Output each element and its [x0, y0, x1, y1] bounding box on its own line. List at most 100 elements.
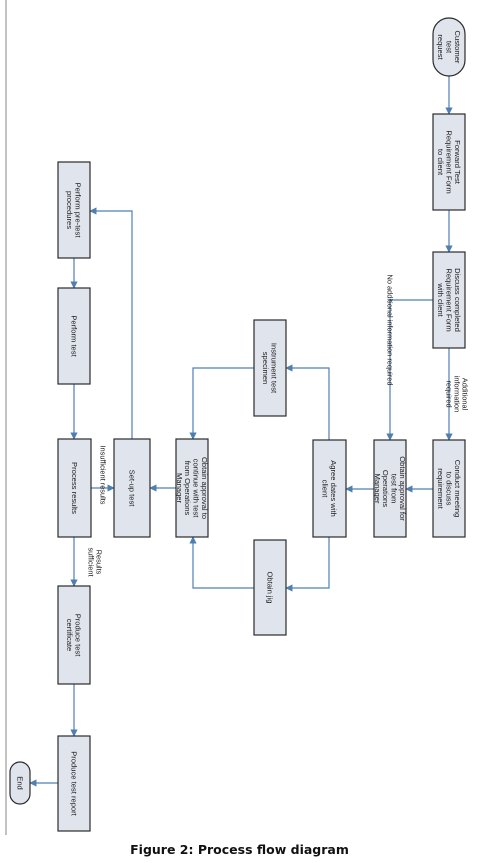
node-label-line: Instrument test: [270, 343, 279, 394]
node-label-line: Agree dates with: [329, 460, 338, 517]
node-label-line: requirement: [436, 468, 445, 509]
node-forward-test-requirement-form: Forward TestRequirement Formto client: [432, 113, 466, 211]
node-label: Obtain approval tocontinue with testfrom…: [175, 457, 209, 519]
node-shape: [312, 439, 347, 538]
edge-label-additional-information-required: Additionalinformationrequired: [444, 376, 469, 413]
node-label-line: request: [436, 34, 445, 60]
node-label: Produce testcertificate: [65, 614, 82, 658]
node-label: Conduct meetingto discussrequirement: [436, 460, 462, 517]
node-set-up-test: Set-up test: [113, 438, 151, 538]
node-label-line: Forward Test: [453, 140, 462, 185]
node-perform-pre-test-procedures: Perform pre-testprocedures: [57, 161, 91, 259]
edge-label-no-additional-information-required: No additional information required: [386, 275, 395, 386]
node-label-line: Obtain approval to: [200, 457, 209, 519]
connector-agree-to-instrument: [285, 364, 330, 440]
node-label-line: Discuss completed: [453, 268, 462, 332]
node-label-line: Requirement Form: [444, 268, 453, 331]
node-label-line: Requirement Form: [444, 130, 453, 193]
connector-agree-to-jig: [285, 537, 330, 592]
node-produce-test-certificate: Produce testcertificate: [57, 585, 91, 685]
node-label-line: to discuss: [444, 472, 453, 506]
node-shape: [432, 113, 466, 211]
node-shape: [57, 161, 91, 259]
node-label: Process results: [70, 462, 79, 514]
node-label: Perform pre-testprocedures: [65, 183, 82, 239]
node-shape: [432, 251, 466, 349]
node-label: Produce test report: [69, 751, 78, 816]
edge-label-insufficient-results: Insufficient results: [99, 445, 108, 504]
node-shape: [432, 17, 466, 77]
node-shape: [57, 585, 91, 685]
node-label-line: Set-up test: [127, 470, 136, 508]
node-label: Perform test: [69, 315, 78, 357]
node-shape: [57, 287, 91, 385]
node-label: Obtain approval fortest fromOperationsMa…: [373, 456, 407, 521]
node-label-line: from Operations: [183, 461, 192, 516]
connector-setup-to-pretest: [89, 207, 133, 439]
node-label-line: Perform pre-test: [74, 183, 83, 239]
figure-caption: Figure 2: Process flow diagram: [130, 842, 349, 857]
node-instrument-test-specimen: Instrument testspecimen: [253, 319, 287, 417]
node-label-line: with client: [436, 282, 445, 317]
node-shape: [175, 438, 209, 538]
node-label-line: Conduct meeting: [453, 460, 462, 517]
node-label: Obtain jig: [265, 571, 274, 603]
node-shape: [57, 735, 91, 832]
node-label-line: test: [444, 41, 453, 54]
node-label-line: to client: [436, 149, 445, 176]
node-label-line: Operations: [381, 470, 390, 507]
node-shape: [253, 539, 287, 636]
node-label-line: Perform test: [69, 315, 78, 357]
node-shape: [432, 439, 466, 538]
node-label-line: continue with test: [192, 459, 201, 519]
node-shape: [113, 438, 151, 538]
node-label: Forward TestRequirement Formto client: [436, 130, 462, 193]
node-obtain-approval-to-continue: Obtain approval tocontinue with testfrom…: [175, 438, 209, 538]
connectors: [29, 76, 453, 787]
edge-label-line: Results: [95, 550, 104, 575]
connector-instrument-to-approval2: [189, 367, 254, 440]
node-label-line: Manager: [373, 474, 382, 504]
connector-jig-to-approval2: [189, 536, 254, 589]
edge-labels: No additional information requiredAdditi…: [86, 275, 469, 577]
node-label-line: specimen: [261, 352, 270, 385]
node-label-line: Process results: [70, 462, 79, 514]
edge-label-line: information: [453, 376, 462, 413]
node-produce-test-report: Produce test report: [57, 735, 91, 832]
node-label-line: test from: [390, 474, 399, 504]
node-agree-dates-with-client: Agree dates withclient: [312, 439, 347, 538]
edge-label-line: sufficient: [86, 547, 95, 576]
node-label-line: Manager: [175, 473, 184, 503]
node-label-line: Obtain approval for: [398, 456, 407, 521]
node-shape: [253, 319, 287, 417]
connector-discuss-to-approval: [386, 299, 433, 441]
node-label: Instrument testspecimen: [261, 343, 278, 394]
node-label-line: certificate: [65, 619, 74, 652]
node-label: End: [15, 776, 24, 790]
node-label-line: Produce test report: [69, 751, 78, 816]
node-label: Agree dates withclient: [321, 460, 338, 517]
node-label-line: Produce test: [74, 614, 83, 658]
node-label-line: Obtain jig: [265, 571, 274, 603]
node-label-line: client: [321, 480, 330, 499]
node-label: Set-up test: [127, 470, 136, 508]
node-shape: [373, 439, 407, 538]
edge-label-results-sufficient: Resultssufficient: [86, 547, 103, 576]
node-shape: [57, 438, 92, 538]
node-customer-test-request: Customertestrequest: [432, 17, 466, 77]
edge-label-line: required: [444, 380, 453, 407]
node-discuss-completed-requirement-form: Discuss completedRequirement Formwith cl…: [432, 251, 466, 349]
node-obtain-approval-for-test: Obtain approval fortest fromOperationsMa…: [373, 439, 407, 538]
node-obtain-jig: Obtain jig: [253, 539, 287, 636]
edge-label-line: Additional: [461, 378, 470, 411]
node-label: Discuss completedRequirement Formwith cl…: [436, 268, 462, 332]
node-perform-test: Perform test: [57, 287, 91, 385]
node-shape: [9, 761, 31, 805]
node-conduct-meeting: Conduct meetingto discussrequirement: [432, 439, 466, 538]
node-end: End: [9, 761, 31, 805]
node-label: Customertestrequest: [436, 31, 462, 64]
node-process-results: Process results: [57, 438, 92, 538]
node-label-line: procedures: [65, 191, 74, 229]
